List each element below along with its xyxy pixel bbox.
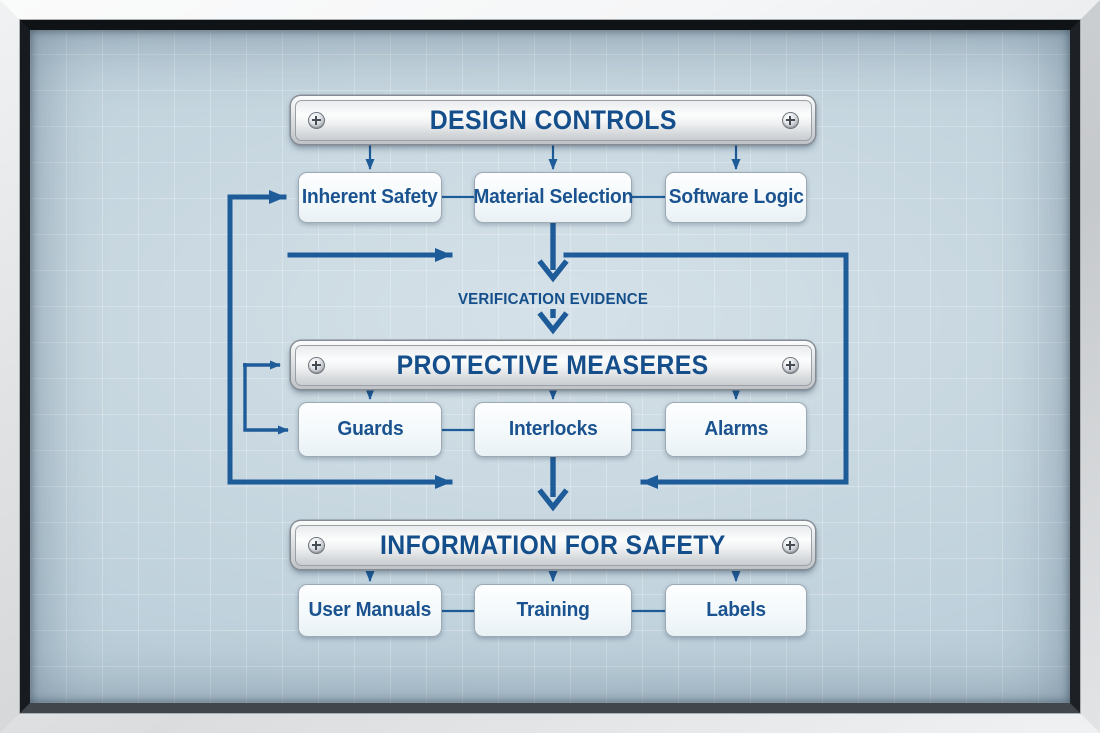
plate-face: INFORMATION FOR SAFETY [294,524,812,566]
plate-face: DESIGN CONTROLS [294,99,812,141]
plate-face: PROTECTIVE MEASERES [294,344,812,386]
screw-icon [782,537,798,553]
protective-bracket-arrows [243,360,289,435]
node-label: Alarms [704,418,768,440]
plate3-drop-arrows [365,571,741,582]
screw-icon [782,357,798,373]
node-link-lines [442,195,666,613]
node-interlocks: Interlocks [474,402,632,457]
node-label: Material Selection [473,186,633,208]
screw-icon [308,357,324,373]
plate-protective-measeres: PROTECTIVE MEASERES [291,341,815,389]
node-label: Interlocks [508,418,598,440]
node-training: Training [474,584,632,637]
plate1-drop-arrows [365,145,741,170]
plate-title: INFORMATION FOR SAFETY [380,529,726,560]
node-user-manuals: User Manuals [298,584,442,637]
node-label: Training [516,599,590,621]
plate-title: PROTECTIVE MEASERES [396,349,710,380]
node-inherent-safety: Inherent Safety [298,172,442,223]
node-material-selection: Material Selection [473,172,633,223]
plate2-drop-arrows [365,389,741,400]
node-software-logic: Software Logic [665,172,807,223]
node-label: Guards [336,418,404,440]
node-label: Software Logic [668,186,804,208]
node-guards: Guards [298,402,442,457]
node-label: Labels [706,599,766,621]
screw-icon [308,537,324,553]
screw-icon [308,112,324,128]
node-labels: Labels [665,584,807,637]
node-label: User Manuals [308,599,432,621]
plate-design-controls: DESIGN CONTROLS [291,96,815,144]
center-flow-arrows [537,223,569,512]
plate-information-for-safety: INFORMATION FOR SAFETY [291,521,815,569]
screw-icon [782,112,798,128]
node-label: Inherent Safety [302,186,438,208]
verification-evidence-label: VERIFICATION EVIDENCE [457,291,649,308]
plate-title: DESIGN CONTROLS [429,104,677,135]
right-feedback-loop [563,252,849,489]
node-alarms: Alarms [665,402,807,457]
left-feedback-loop [227,190,453,489]
